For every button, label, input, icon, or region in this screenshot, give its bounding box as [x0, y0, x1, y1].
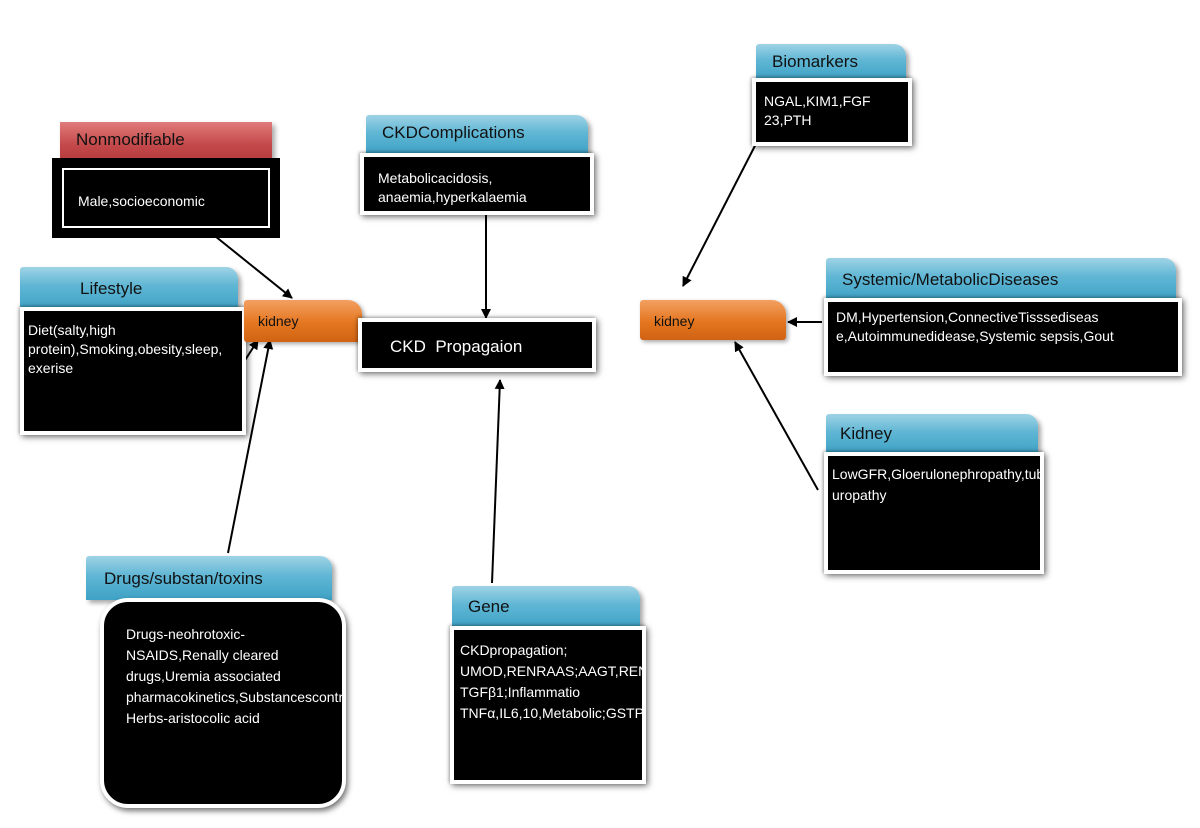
biomarkers-text: NGAL,KIM1,FGF 23,PTH [764, 93, 871, 128]
kidney-box-header: Kidney [826, 414, 1038, 454]
lifestyle-title: Lifestyle [80, 279, 143, 298]
arrow-biomarkers-to-kidney [682, 135, 761, 287]
systemic-text: DM,Hypertension,ConnectiveTisssediseas e… [836, 309, 1114, 344]
drugs-title: Drugs/substan/toxins [104, 569, 263, 588]
ckd-propagation-label: CKD Propagaion [390, 337, 523, 356]
drugs-header: Drugs/substan/toxins [86, 556, 332, 600]
kidney-left-node: kidney [244, 300, 362, 342]
gene-text: CKDpropagation; UMOD,RENRAAS;AAGT,RENBP;… [460, 642, 644, 721]
kidney-right-node: kidney [640, 300, 786, 340]
arrow-gene-to-center [491, 379, 505, 584]
systemic-box: DM,Hypertension,ConnectiveTisssediseas e… [824, 298, 1182, 376]
kidney-box-text: LowGFR,Gloerulonephropathy,tubulointerst… [832, 466, 1044, 503]
gene-box: CKDpropagation; UMOD,RENRAAS;AAGT,RENBP;… [450, 626, 646, 784]
gene-title: Gene [468, 597, 510, 616]
kidney-left-label: kidney [258, 313, 299, 329]
nonmodifiable-title: Nonmodifiable [76, 130, 185, 149]
kidney-box: LowGFR,Gloerulonephropathy,tubulointerst… [824, 452, 1044, 574]
kidney-box-title: Kidney [840, 424, 892, 443]
nonmodifiable-text: Male,socioeconomic [62, 168, 270, 228]
arrow-kidneybox-to-kidney [734, 341, 819, 491]
drugs-text: Drugs-neohrotoxic-NSAIDS,Renally cleared… [126, 626, 346, 726]
nonmodifiable-header: Nonmodifiable [60, 122, 272, 160]
kidney-right-label: kidney [654, 313, 695, 329]
drugs-box: Drugs-neohrotoxic-NSAIDS,Renally cleared… [100, 598, 346, 808]
complications-text: Metabolicacidosis, anaemia,hyperkalaemia [378, 170, 527, 205]
lifestyle-box: Diet(salty,high protein),Smoking,obesity… [20, 307, 246, 435]
biomarkers-title: Biomarkers [772, 52, 858, 71]
biomarkers-header: Biomarkers [756, 44, 906, 80]
systemic-title: Systemic/MetabolicDiseases [842, 270, 1059, 289]
complications-header: CKDComplications [366, 115, 588, 155]
biomarkers-box: NGAL,KIM1,FGF 23,PTH [752, 78, 912, 146]
gene-header: Gene [452, 586, 640, 628]
lifestyle-text: Diet(salty,high protein),Smoking,obesity… [28, 322, 223, 376]
nonmodifiable-box: Male,socioeconomic [52, 158, 280, 238]
complications-box: Metabolicacidosis, anaemia,hyperkalaemia [360, 153, 594, 215]
arrow-drugs-to-kidney [227, 339, 274, 554]
systemic-header: Systemic/MetabolicDiseases [826, 258, 1176, 300]
arrow-nonmodifiable-to-kidney [204, 227, 293, 299]
lifestyle-header: Lifestyle [20, 267, 238, 309]
complications-title: CKDComplications [382, 123, 525, 142]
ckd-propagation-node: CKD Propagaion [358, 318, 596, 372]
